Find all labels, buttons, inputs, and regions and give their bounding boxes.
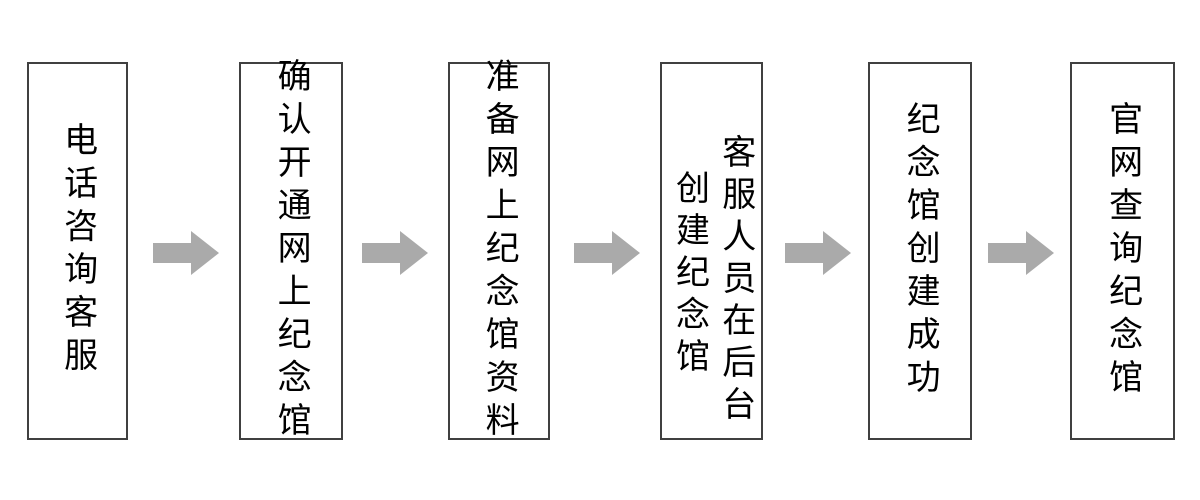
process-box-step-5[interactable]: 纪念馆创建成功 [868,62,972,440]
process-box-step-3[interactable]: 准备网上纪念馆资料 [448,58,550,445]
step-3-label: 准备网上纪念馆资料 [479,57,520,445]
step-6-label: 官网查询纪念馆 [1102,100,1143,402]
flow-arrow-icon-5 [988,231,1054,275]
flow-arrow-icon-2 [362,231,428,275]
step-1-label: 电话咨询客服 [57,122,98,380]
step-5-label: 纪念馆创建成功 [900,100,941,402]
step-2-label: 确认开通网上纪念馆 [271,57,312,445]
flow-arrow-icon-1 [153,231,219,275]
process-box-step-2[interactable]: 确认开通网上纪念馆 [239,58,343,445]
step-4-label-column-1: 客服人员在后台 [715,134,756,428]
step-4-label-column-2: 创建纪念馆 [669,170,710,380]
process-box-step-4[interactable]: 客服人员在后台 创建纪念馆 [660,62,763,440]
process-box-step-6[interactable]: 官网查询纪念馆 [1070,62,1175,440]
process-box-step-1[interactable]: 电话咨询客服 [27,62,128,440]
flow-arrow-icon-4 [785,231,851,275]
flow-arrow-icon-3 [574,231,640,275]
